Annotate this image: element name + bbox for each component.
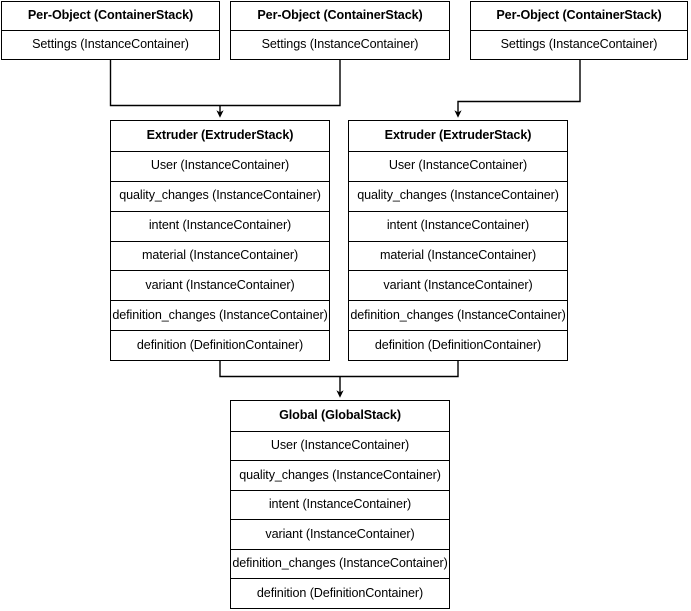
node-row-definition: definition (DefinitionContainer)	[231, 578, 449, 609]
node-row-intent: intent (InstanceContainer)	[231, 489, 449, 520]
node-row-settings: Settings (InstanceContainer)	[471, 30, 687, 59]
edge-perobj2-extruder1	[454, 60, 581, 118]
node-header: Per-Object (ContainerStack)	[231, 2, 449, 31]
node-row-user: User (InstanceContainer)	[111, 150, 329, 181]
node-row-material: material (InstanceContainer)	[349, 240, 567, 271]
node-row-definition-changes: definition_changes (InstanceContainer)	[349, 300, 567, 331]
node-per-object-stack-3[interactable]: Per-Object (ContainerStack) Settings (In…	[470, 1, 688, 60]
node-row-variant: variant (InstanceContainer)	[231, 519, 449, 549]
node-row-settings: Settings (InstanceContainer)	[231, 30, 449, 59]
node-row-quality-changes: quality_changes (InstanceContainer)	[349, 180, 567, 211]
node-row-variant: variant (InstanceContainer)	[349, 270, 567, 301]
node-header: Per-Object (ContainerStack)	[471, 2, 687, 31]
node-row-user: User (InstanceContainer)	[231, 430, 449, 461]
node-row-definition-changes: definition_changes (InstanceContainer)	[231, 548, 449, 579]
node-per-object-stack-2[interactable]: Per-Object (ContainerStack) Settings (In…	[230, 1, 450, 60]
node-row-definition: definition (DefinitionContainer)	[111, 330, 329, 360]
node-header: Per-Object (ContainerStack)	[2, 2, 219, 31]
node-row-material: material (InstanceContainer)	[111, 240, 329, 271]
node-extruder-stack-2[interactable]: Extruder (ExtruderStack) User (InstanceC…	[348, 120, 568, 361]
edge-perobj1-extruder0	[220, 60, 341, 107]
node-row-settings: Settings (InstanceContainer)	[2, 30, 219, 59]
node-row-definition-changes: definition_changes (InstanceContainer)	[111, 300, 329, 331]
node-global-stack[interactable]: Global (GlobalStack) User (InstanceConta…	[230, 400, 450, 609]
edge-extruder0-global	[219, 361, 340, 378]
node-header: Extruder (ExtruderStack)	[111, 121, 329, 151]
node-row-quality-changes: quality_changes (InstanceContainer)	[111, 180, 329, 211]
edge-perobj0-extruder0	[109, 60, 220, 107]
node-row-intent: intent (InstanceContainer)	[349, 210, 567, 241]
node-row-definition: definition (DefinitionContainer)	[349, 330, 567, 360]
node-row-quality-changes: quality_changes (InstanceContainer)	[231, 460, 449, 490]
node-extruder-stack-1[interactable]: Extruder (ExtruderStack) User (InstanceC…	[110, 120, 330, 361]
node-header: Global (GlobalStack)	[231, 401, 449, 431]
node-row-variant: variant (InstanceContainer)	[111, 270, 329, 301]
node-row-user: User (InstanceContainer)	[349, 150, 567, 181]
node-header: Extruder (ExtruderStack)	[349, 121, 567, 151]
node-row-intent: intent (InstanceContainer)	[111, 210, 329, 241]
edge-extruder1-global	[340, 361, 459, 378]
node-per-object-stack-1[interactable]: Per-Object (ContainerStack) Settings (In…	[1, 1, 220, 60]
